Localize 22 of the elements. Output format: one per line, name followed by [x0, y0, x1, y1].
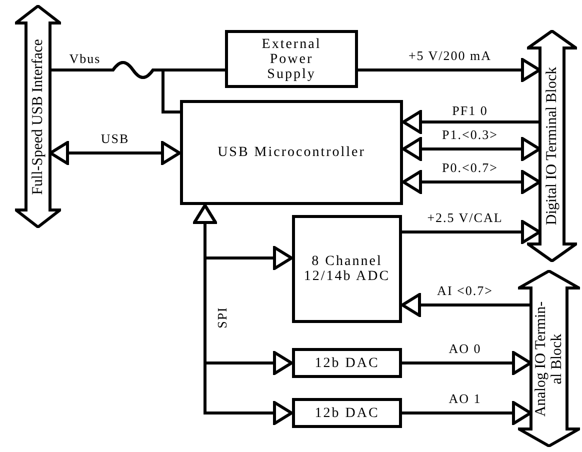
arrow [193, 204, 293, 425]
arrow [402, 401, 532, 425]
block-box [292, 348, 402, 378]
block-box [180, 100, 403, 205]
arrow [402, 351, 532, 375]
arrow [401, 293, 531, 317]
block-box [292, 215, 402, 323]
arrow [402, 220, 541, 244]
block-label: USB Microcontroller [218, 145, 366, 160]
block-label: External Power Supply [260, 36, 322, 82]
arrow [402, 137, 541, 161]
bus-label: Digital IO Terminal Block [544, 66, 560, 228]
block-box [292, 398, 402, 428]
arrow [358, 58, 541, 82]
block-label: 12b DAC [314, 406, 380, 420]
block-box [225, 30, 358, 88]
bus-label: Analog IO Termin- al Block [533, 300, 565, 418]
bus-label: Full-Speed USB Interface [30, 38, 46, 196]
block-label: 12b DAC [314, 356, 380, 370]
block-label: 8 Channel 12/14b ADC [302, 254, 392, 284]
arrow [402, 110, 540, 134]
arrow [402, 170, 541, 194]
